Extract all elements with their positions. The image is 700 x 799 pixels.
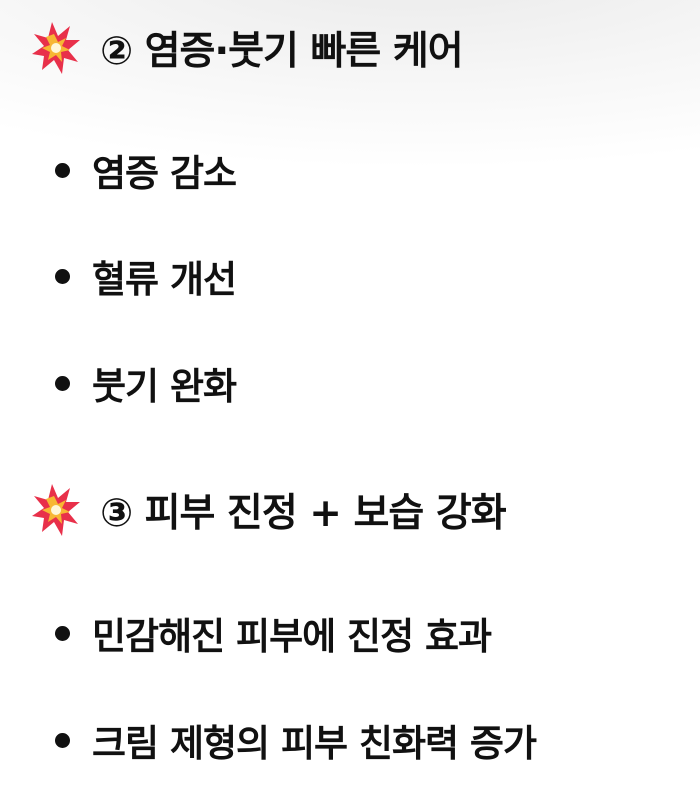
- bullet-icon: [55, 162, 70, 178]
- list-item-text: 염증 감소: [92, 152, 237, 195]
- list-item-text: 혈류 개선: [92, 258, 237, 301]
- section-title: ② 염증·붓기 빠른 케어: [100, 29, 464, 74]
- section-heading-3: ③ 피부 진정 + 보습 강화: [30, 482, 507, 538]
- list-item-text: 민감해진 피부에 진정 효과: [92, 615, 492, 658]
- list-item: 염증 감소: [55, 143, 237, 197]
- list-item: 민감해진 피부에 진정 효과: [55, 606, 492, 660]
- list-item: 크림 제형의 피부 친화력 증가: [55, 713, 537, 767]
- bullet-icon: [55, 732, 70, 748]
- list-item: 붓기 완화: [55, 356, 237, 410]
- collision-icon: [32, 484, 80, 536]
- list-item: 혈류 개선: [55, 249, 237, 303]
- section-heading-2: ② 염증·붓기 빠른 케어: [30, 20, 464, 76]
- list-item-text: 크림 제형의 피부 친화력 증가: [92, 722, 537, 765]
- section-title: ③ 피부 진정 + 보습 강화: [100, 491, 507, 536]
- bullet-icon: [55, 375, 70, 391]
- bullet-icon: [55, 268, 70, 284]
- collision-icon: [32, 22, 80, 74]
- bullet-icon: [55, 625, 70, 641]
- list-item-text: 붓기 완화: [92, 365, 237, 408]
